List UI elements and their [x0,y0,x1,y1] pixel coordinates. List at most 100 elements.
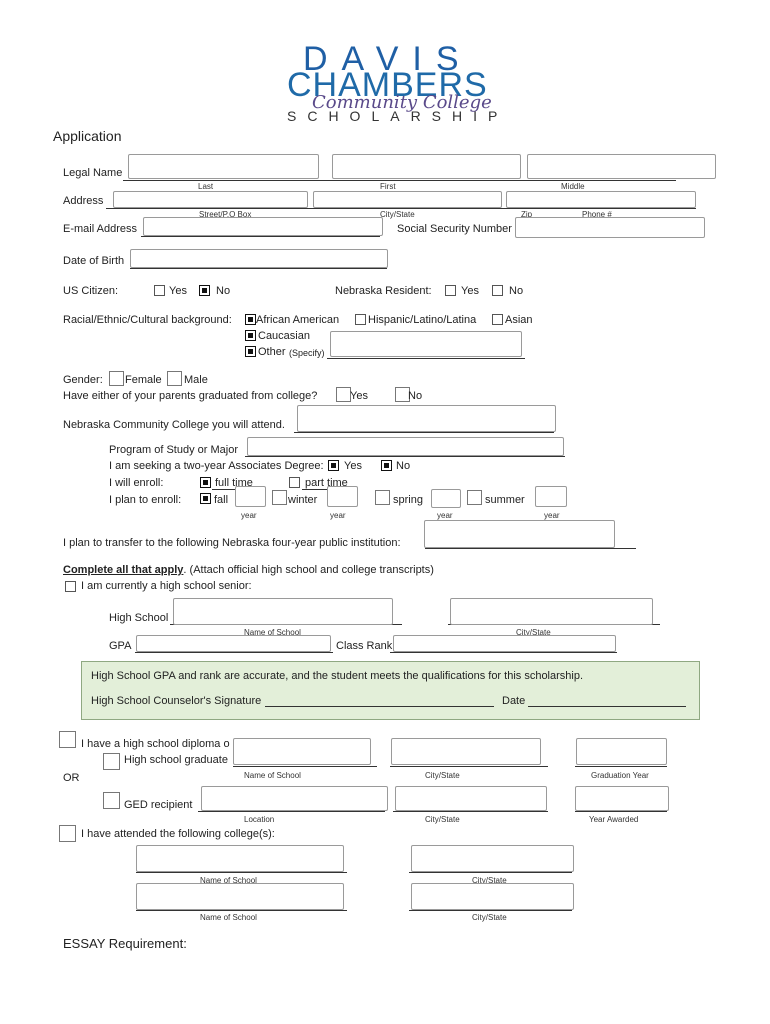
winter-checkbox[interactable] [272,490,287,505]
dob-field[interactable] [130,249,388,268]
male-checkbox[interactable] [167,371,182,386]
full-time-checkbox[interactable] [200,477,211,488]
caption-city-state: City/State [380,210,415,219]
college2-name-field[interactable] [136,883,344,910]
parents-yes-checkbox[interactable] [336,387,351,402]
other-checkbox[interactable] [245,346,256,357]
counselor-date-line[interactable] [528,706,686,707]
ged-city-field[interactable] [395,786,547,811]
hs-graduate-name-line [233,766,377,767]
resident-label: Nebraska Resident: [335,285,432,297]
logo-scholarship: SCHOLARSHIP [287,108,509,124]
spring-year-caption: year [437,511,453,520]
degree-label: I am seeking a two-year Associates Degre… [109,460,324,472]
hs-graduate-city-line [390,766,548,767]
community-college-field[interactable] [297,405,556,432]
college1-name-line [136,872,347,873]
city-state-field[interactable] [313,191,502,208]
degree-yes-checkbox[interactable] [328,460,339,471]
class-rank-field[interactable] [393,635,616,652]
specify-label: (Specify) [289,348,325,358]
hs-graduate-name-field[interactable] [233,738,371,765]
citizen-no-checkbox[interactable] [199,285,210,296]
hs-graduate-label: High school graduate [124,754,228,766]
gender-label: Gender: [63,374,103,386]
fall-label: fall [214,494,229,506]
ged-city-line [393,811,548,812]
diploma-checkbox[interactable] [59,731,76,748]
high-school-city-field[interactable] [450,598,653,625]
ssn-label: Social Security Number [397,223,512,235]
part-time-checkbox[interactable] [289,477,300,488]
parents-no-label: No [408,390,423,402]
caucasian-checkbox[interactable] [245,330,256,341]
high-school-name-field[interactable] [173,598,393,625]
female-checkbox[interactable] [109,371,124,386]
citizen-yes-label: Yes [169,285,187,297]
address-line [106,208,696,209]
asian-checkbox[interactable] [492,314,503,325]
ged-checkbox[interactable] [103,792,120,809]
citizen-yes-checkbox[interactable] [154,285,165,296]
summer-year-caption: year [544,511,560,520]
degree-no-checkbox[interactable] [381,460,392,471]
winter-year-field[interactable] [327,486,358,507]
spring-year-field[interactable] [431,489,461,508]
legal-name-label: Legal Name [63,167,123,179]
middle-name-field[interactable] [527,154,716,179]
summer-checkbox[interactable] [467,490,482,505]
zip-phone-field[interactable] [506,191,696,208]
college1-name-field[interactable] [136,845,344,872]
community-college-line [294,432,554,433]
diploma-label: I have a high school diploma o [81,738,230,750]
senior-checkbox[interactable] [65,581,76,592]
caption-graduation-year: Graduation Year [591,771,649,780]
graduation-year-field[interactable] [576,738,667,765]
college2-city-field[interactable] [411,883,574,910]
program-field[interactable] [247,437,564,456]
degree-yes-label: Yes [344,460,362,472]
caption-first: First [380,182,396,191]
email-label: E-mail Address [63,223,137,235]
african-american-checkbox[interactable] [245,314,256,325]
college2-name-line [136,910,347,911]
transfer-field[interactable] [424,520,615,548]
resident-yes-checkbox[interactable] [445,285,456,296]
ged-location-line [198,811,385,812]
caption-ged-location: Location [244,815,275,824]
parents-no-checkbox[interactable] [395,387,410,402]
first-name-field[interactable] [332,154,521,179]
ssn-field[interactable] [515,217,705,238]
community-college-label: Nebraska Community College you will atte… [63,419,285,431]
fall-year-field[interactable] [235,486,266,507]
winter-label: winter [288,494,318,506]
hs-graduate-city-field[interactable] [391,738,541,765]
summer-year-field[interactable] [535,486,567,507]
hispanic-checkbox[interactable] [355,314,366,325]
gpa-field[interactable] [136,635,331,652]
other-specify-line [327,358,525,359]
street-field[interactable] [113,191,308,208]
college1-city-field[interactable] [411,845,574,872]
degree-no-label: No [396,460,411,472]
spring-checkbox[interactable] [375,490,390,505]
hs-graduate-checkbox[interactable] [103,753,120,770]
graduation-year-line [575,766,667,767]
colleges-checkbox[interactable] [59,825,76,842]
ged-year-field[interactable] [575,786,669,811]
email-line [141,236,380,237]
counselor-signature-label: High School Counselor's Signature [91,695,262,707]
email-field[interactable] [143,217,383,236]
resident-no-checkbox[interactable] [492,285,503,296]
winter-year-caption: year [330,511,346,520]
ged-location-field[interactable] [201,786,388,811]
fall-checkbox[interactable] [200,493,211,504]
last-name-field[interactable] [128,154,319,179]
logo-community-college: Community College [312,92,492,113]
college2-city-line [409,910,572,911]
full-time-line [212,489,257,490]
other-specify-field[interactable] [330,331,522,357]
spring-label: spring [393,494,423,506]
counselor-signature-line[interactable] [265,706,494,707]
caption-zip: Zip [521,210,533,219]
